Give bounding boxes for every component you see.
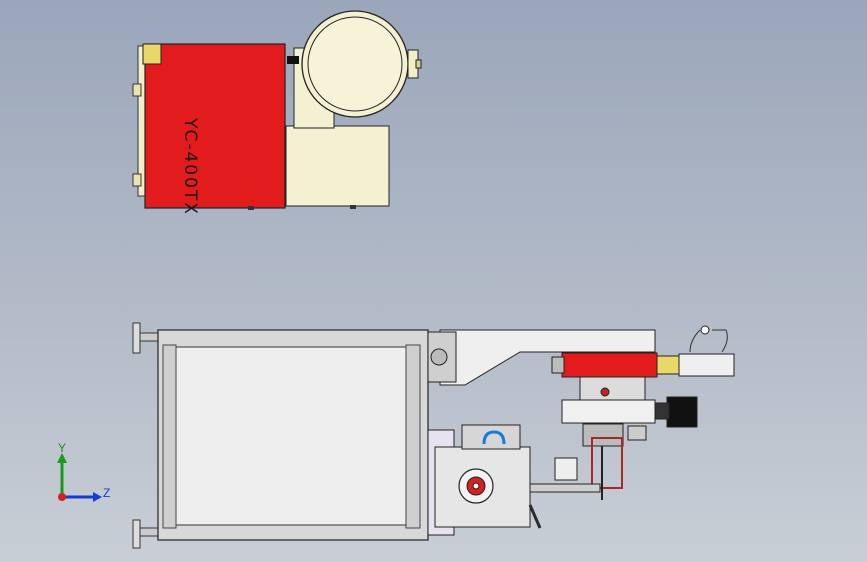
triad-y-label: Y <box>58 441 67 455</box>
top-view-assembly[interactable] <box>132 10 422 210</box>
frame-post-left <box>162 344 177 529</box>
drum-latch-tab <box>415 59 422 69</box>
frame-post-right <box>405 344 421 529</box>
sensor-node <box>700 325 710 335</box>
blue-hook <box>482 430 506 445</box>
gripper-body <box>582 423 624 447</box>
rod-yellow <box>656 355 680 375</box>
orientation-triad <box>57 453 102 502</box>
gripper-red-bracket <box>591 437 623 489</box>
drive-hub-center <box>472 482 480 490</box>
triad-y-arrow <box>57 453 67 463</box>
sensor-cable <box>689 329 728 353</box>
leveling-foot-bottom <box>132 519 141 549</box>
triad-z-arrow <box>93 492 102 502</box>
triad-origin <box>58 493 66 501</box>
carriage-plate <box>579 376 646 402</box>
red-cylinder-end <box>551 356 565 374</box>
arm-mount-gear <box>430 348 448 366</box>
foot <box>248 206 254 210</box>
model-label: YC-400TX <box>180 118 200 216</box>
pen-probe <box>528 504 542 529</box>
frame-window <box>175 346 407 526</box>
motor-black <box>666 396 698 428</box>
hopper-red-body <box>144 43 286 209</box>
bracket-foot-bottom <box>132 173 142 187</box>
support-arm <box>439 329 656 386</box>
handle-clamp <box>554 457 578 481</box>
drive-topcap <box>461 424 521 450</box>
triad-z-label: Z <box>103 486 111 500</box>
carriage-base <box>561 399 656 424</box>
hopper-cap <box>142 43 162 65</box>
foot <box>350 205 356 209</box>
leveling-rod-bottom <box>139 527 159 537</box>
motor-flange <box>654 402 670 420</box>
red-marker <box>600 387 610 397</box>
output-shaft <box>529 483 601 493</box>
cream-housing <box>285 125 390 207</box>
end-box <box>678 353 735 377</box>
leveling-foot-top <box>132 322 141 354</box>
gripper-block <box>627 425 647 441</box>
drum-inner <box>307 16 403 112</box>
red-cylinder <box>561 352 658 378</box>
front-view-assembly[interactable] <box>132 322 735 549</box>
black-clip <box>287 56 299 64</box>
leveling-rod-top <box>139 332 159 342</box>
bracket-foot-top <box>132 83 142 97</box>
